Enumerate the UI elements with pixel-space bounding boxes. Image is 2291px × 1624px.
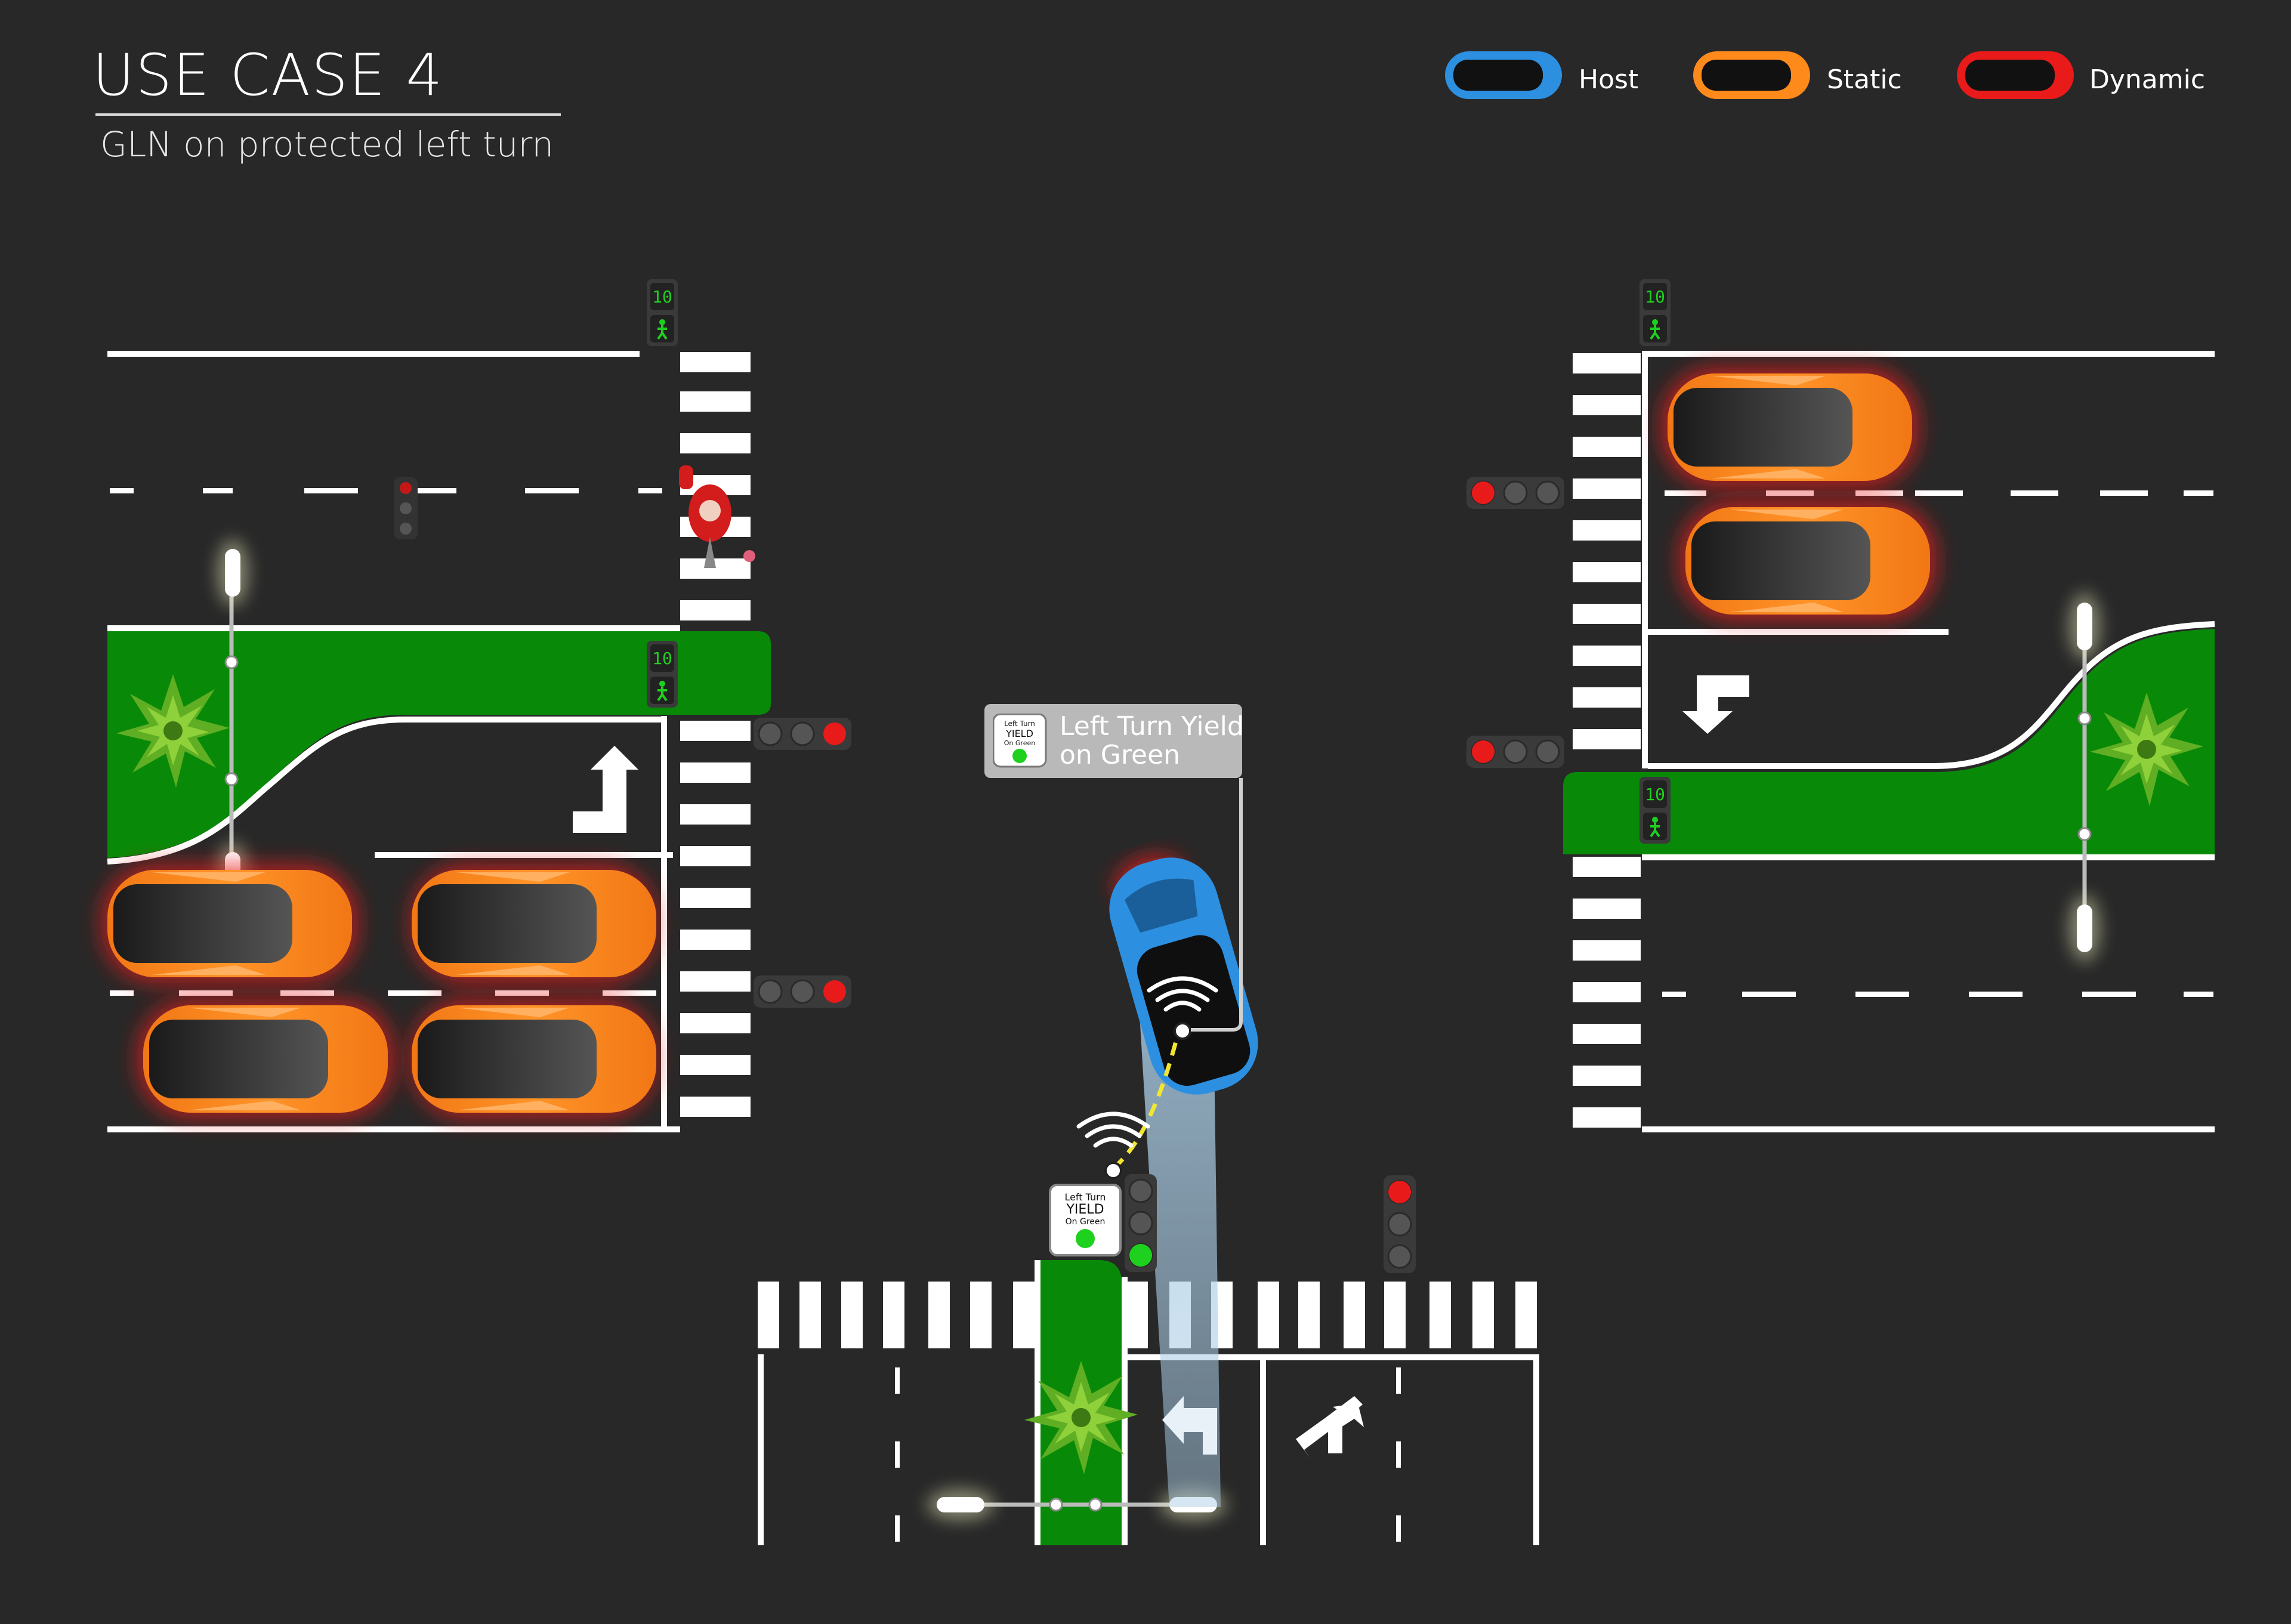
static-car-icon [107,870,352,977]
street-lamp-icon [2069,593,2100,660]
east-crosswalk [1573,353,1641,1128]
wifi-icon [1076,1112,1150,1148]
page-title: USE CASE 4 [92,42,444,109]
car-anchor [1174,1022,1191,1040]
static-car-icon [412,1005,656,1113]
west-crosswalk [680,352,751,1117]
pedestrian-icon [679,465,755,568]
static-vehicles [101,368,1936,1119]
callout-line1: Left Turn Yield [1060,711,1244,742]
static-car-icon [1668,373,1912,481]
wifi-icon [1147,976,1218,1012]
legend-host-label: Host [1579,64,1639,95]
east-road [1563,351,2215,1132]
west-median [107,631,771,858]
turn-arrow-icon [1162,1396,1217,1455]
south-road [758,1260,1539,1545]
turn-arrow-icon [573,746,638,833]
turn-arrow-icon [1682,675,1749,734]
callout-leader [1191,778,1243,1032]
svg-text:Left Turn: Left Turn [1004,720,1035,728]
yield-sign: Left Turn YIELD On Green [1049,1184,1122,1256]
pedestrian-signal-icon [1638,776,1672,845]
static-car-icon [143,1005,388,1113]
pedestrian-signal-icon [646,640,679,709]
static-car-icon [1685,507,1930,615]
title-divider [95,113,561,116]
sign-line1: Left Turn [1064,1191,1106,1203]
pedestrian-signal-icon [1638,278,1672,347]
callout-sign-overlay: Left Turn YIELD On Green [993,714,1047,768]
west-road [107,351,771,1132]
callout-line2: on Green [1060,740,1181,770]
static-car-icon [412,870,656,977]
legend-dynamic-label: Dynamic [2089,64,2206,95]
page-subtitle: GLN on protected left turn [100,124,554,165]
pedestrian-signal-icon [646,278,679,347]
south-crosswalk [758,1282,1537,1348]
sign-line2: YIELD [1066,1202,1104,1217]
svg-text:On Green: On Green [1004,739,1035,747]
sign-anchor [1104,1162,1122,1180]
host-path-beam [1140,1014,1221,1507]
callout-text: Left Turn Yield on Green [1060,712,1244,770]
legend-icons [1445,51,2074,99]
legend-static-label: Static [1827,64,1902,95]
street-lamp-icon [927,1489,994,1520]
street-lamp-icon [217,539,248,606]
east-median [1563,629,2215,854]
street-lamp-icon [2069,895,2100,962]
traffic-signals [394,278,1672,1274]
sign-line3: On Green [1066,1217,1106,1227]
svg-text:YIELD: YIELD [1005,728,1033,739]
host-vehicle [1109,856,1258,1095]
